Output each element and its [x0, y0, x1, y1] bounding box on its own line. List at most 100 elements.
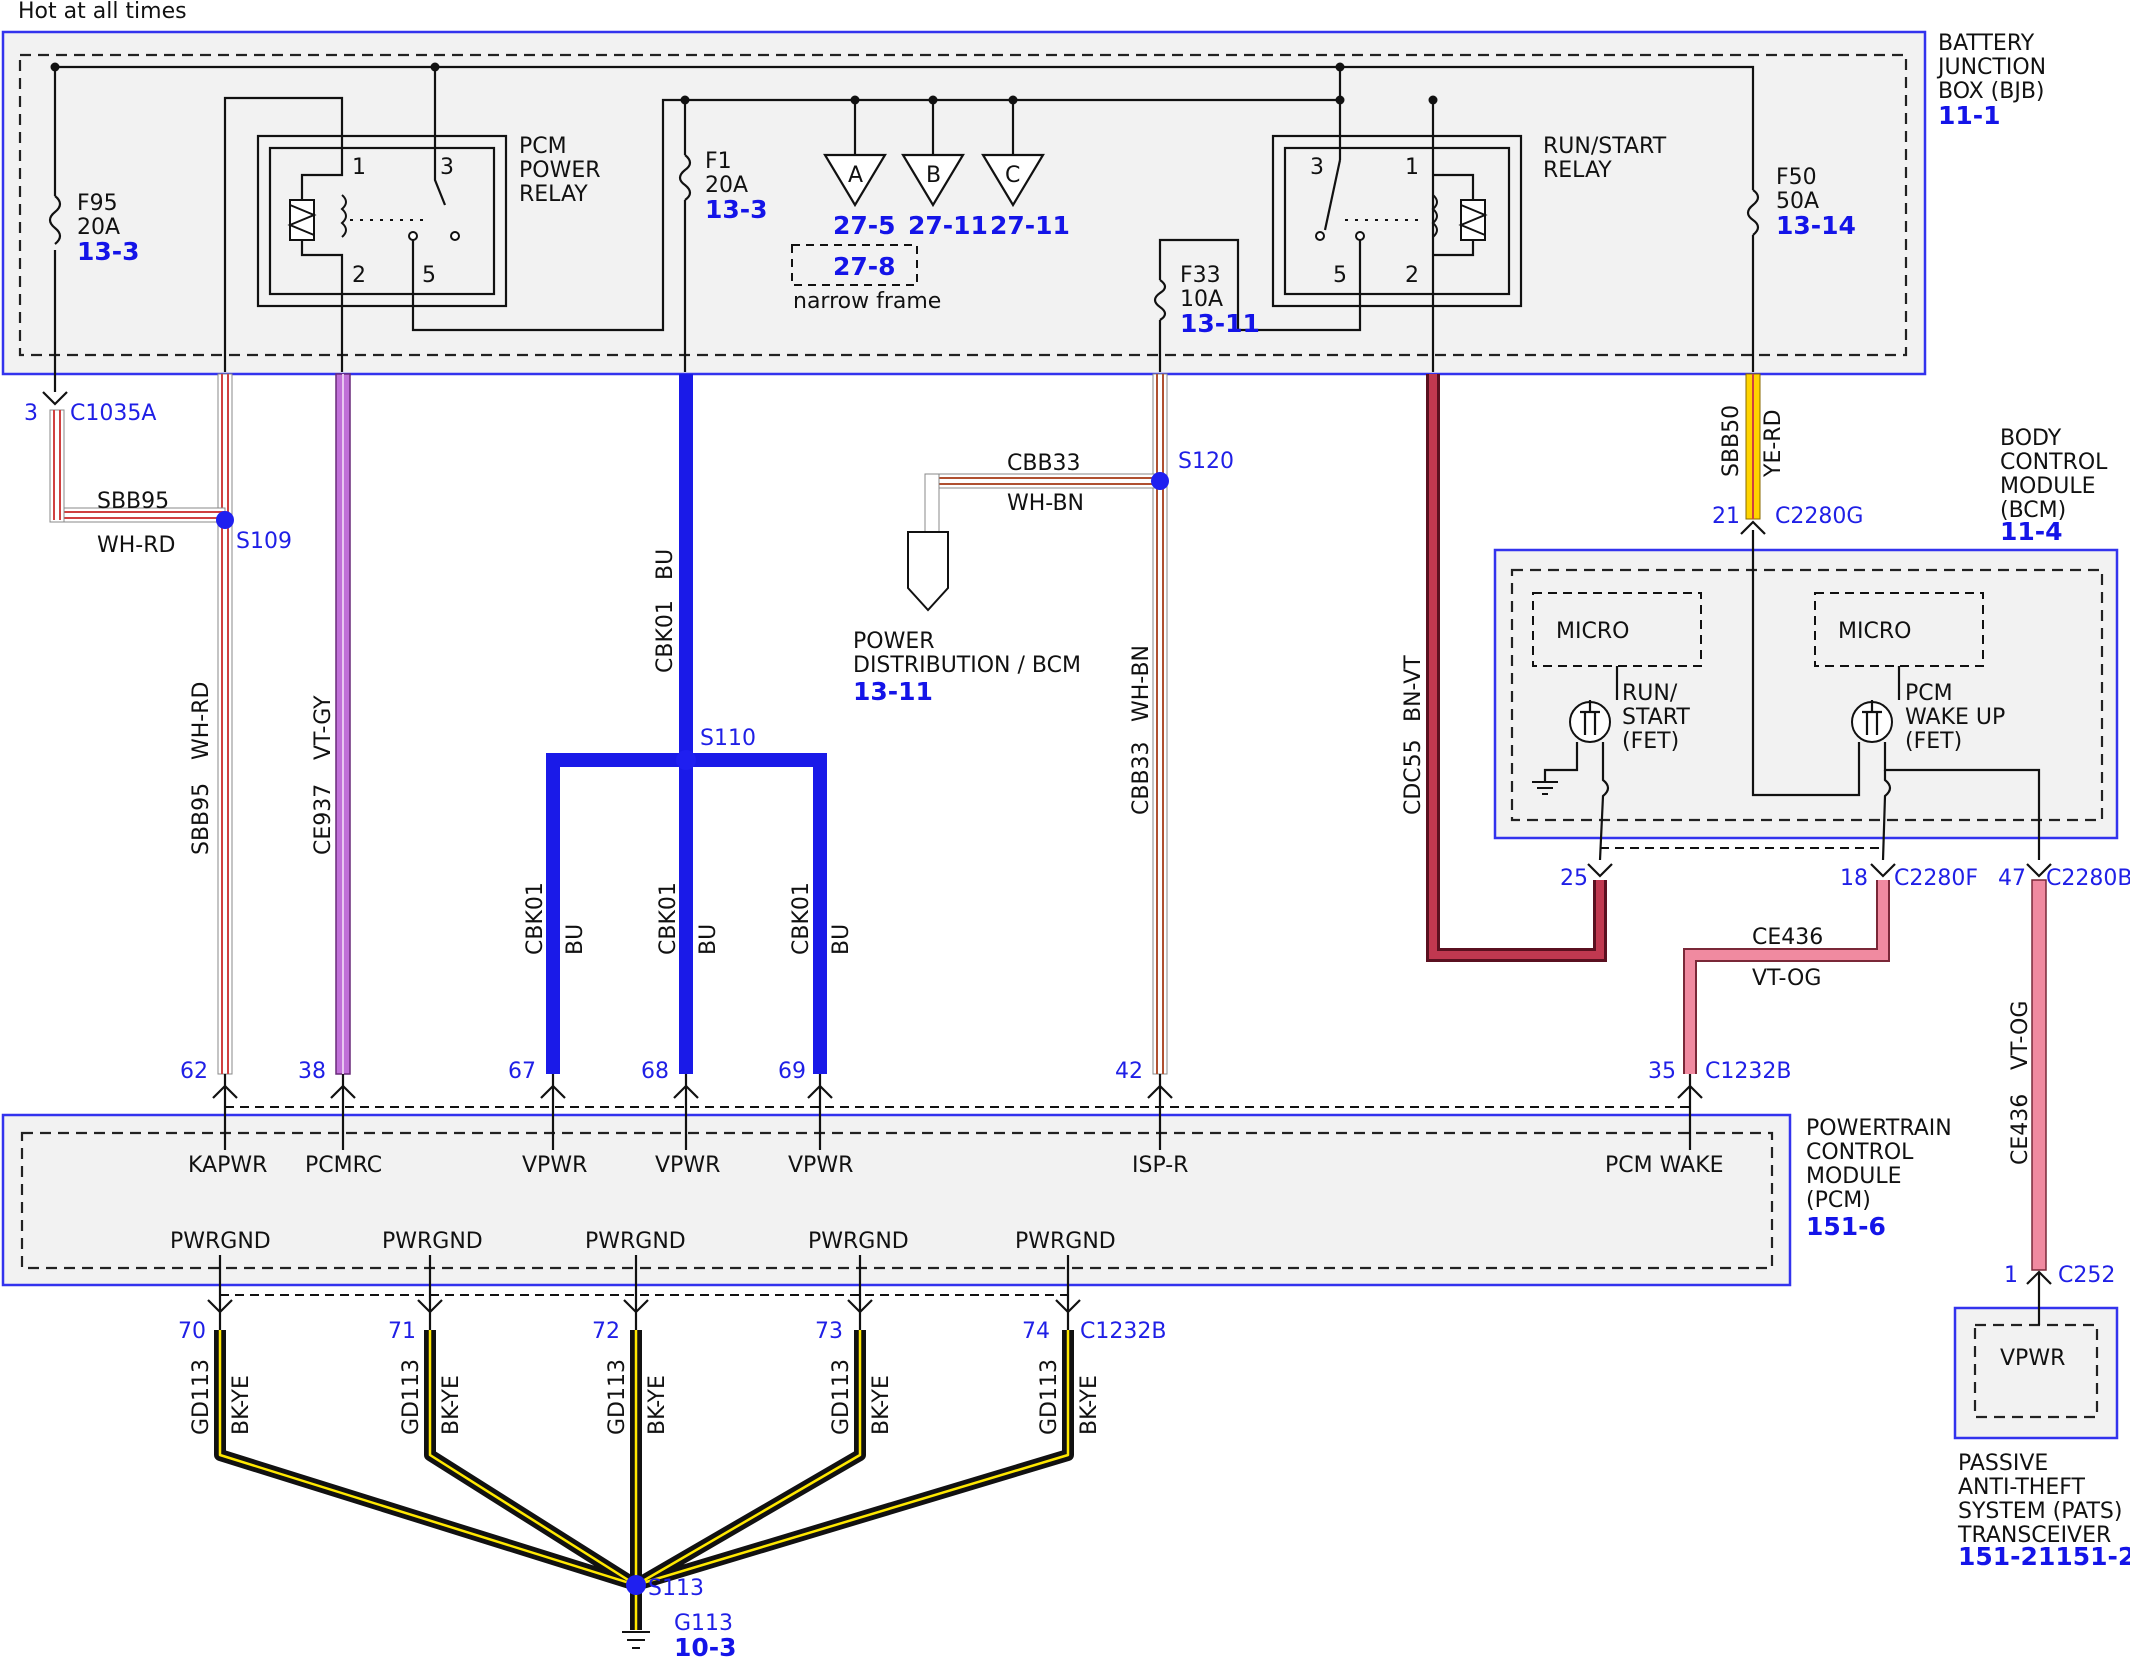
bjb-ref: 11-1: [1938, 101, 2001, 130]
power-distribution-ref: 13-11: [853, 677, 933, 706]
wire-ce436-h-circuit: CE436: [1752, 925, 1823, 950]
wire-cdc55: [1426, 374, 1607, 962]
splice-s110: [676, 750, 696, 770]
c252-pin: 1: [2004, 1263, 2018, 1288]
fuse-f50-icon: [1746, 189, 1760, 236]
wire-gd113-72-circuit: GD113: [605, 1359, 630, 1435]
wire-gd113-71-circuit: GD113: [399, 1359, 424, 1435]
pcm-signal-pwrgnd-73: PWRGND: [808, 1229, 909, 1254]
bcm-name: BODY CONTROL MODULE (BCM): [2000, 426, 2114, 523]
wire-sbb95-v-color: WH-RD: [189, 682, 214, 760]
bjb-internal-wiring: [50, 62, 1755, 392]
pcm-signal-pwrgnd-70: PWRGND: [170, 1229, 271, 1254]
pcm-connector-top: [212, 1074, 1703, 1150]
wire-cbk01-68-circuit: CBK01: [656, 882, 681, 955]
page-ref-c-ref: 27-11: [990, 211, 1070, 240]
pcm-signal-pwrgnd-74: PWRGND: [1015, 1229, 1116, 1254]
wire-gd113-71-color: BK-YE: [439, 1375, 464, 1435]
wire-ce436-v-color: VT-OG: [2008, 1001, 2033, 1070]
c2280g-name: C2280G: [1775, 504, 1863, 529]
pats-pin-label: VPWR: [2000, 1346, 2065, 1371]
ground-g113-label: G113: [674, 1611, 733, 1636]
power-distribution-name: POWER DISTRIBUTION / BCM: [853, 629, 1081, 678]
run-relay-pin-1: 1: [1405, 155, 1419, 180]
c2280g-pin: 21: [1712, 504, 1740, 529]
wire-cdc55-color: BN-VT: [1401, 655, 1426, 722]
c1035a-pin: 3: [24, 401, 38, 426]
c2280b-name: C2280B: [2046, 866, 2130, 891]
power-distribution-connector-icon: [907, 531, 949, 612]
ground-g113-ref: 10-3: [674, 1633, 737, 1660]
bcm-pcm-wakeup-fet: PCM WAKE UP (FET): [1905, 681, 2012, 754]
fuse-f1-icon: [678, 154, 692, 201]
pcm-relay-pin-5: 5: [422, 263, 436, 288]
pcm-signal-pcmrc: PCMRC: [305, 1153, 382, 1178]
page-ref-c-icon: [981, 153, 1045, 208]
wire-gd113: [214, 1330, 1074, 1630]
c1035a-name: C1035A: [70, 401, 156, 426]
page-ref-b-ref: 27-11: [908, 211, 988, 240]
wire-gd113-73-color: BK-YE: [869, 1375, 894, 1435]
fuse-f95-ref: 13-3: [77, 237, 140, 266]
fuse-f95-rating: 20A: [77, 215, 120, 240]
fuse-f95-name: F95: [77, 191, 118, 216]
splice-s113-label: S113: [648, 1576, 704, 1601]
wire-sbb50-color: YE-RD: [1761, 409, 1786, 478]
powertrain-control-module: [1, 1113, 1792, 1287]
wire-sbb95-h-circuit: SBB95: [97, 489, 169, 514]
wire-gd113-72-color: BK-YE: [645, 1375, 670, 1435]
narrow-frame-box: [791, 244, 918, 286]
pcm-signal-pwrgnd-71: PWRGND: [382, 1229, 483, 1254]
pcm-signal-vpwr-67: VPWR: [522, 1153, 587, 1178]
c252-name: C252: [2058, 1263, 2115, 1288]
pcm-relay-pin-1: 1: [352, 155, 366, 180]
pcm-pin-62: 62: [180, 1059, 208, 1084]
run-start-relay-name: RUN/START RELAY: [1543, 134, 1673, 183]
pcm-pin-69: 69: [778, 1059, 806, 1084]
narrow-frame-ref: 27-8: [833, 252, 896, 281]
pcm-power-relay-name: PCM POWER RELAY: [519, 134, 608, 207]
bcm-run-start-fet: RUN/ START (FET): [1622, 681, 1697, 754]
pats-transceiver: [1953, 1306, 2119, 1440]
bcm-ref: 11-4: [2000, 517, 2063, 546]
pcm-pin-70: 70: [178, 1319, 206, 1344]
wire-ce436-v-circuit: CE436: [2008, 1094, 2033, 1165]
wire-cbk01-67-color: BU: [563, 924, 588, 955]
pcm-relay-pin-2: 2: [352, 263, 366, 288]
c1232b-bottom-name: C1232B: [1080, 1319, 1166, 1344]
wire-sbb95-v-circuit: SBB95: [189, 783, 214, 855]
run-relay-pin-5: 5: [1333, 263, 1347, 288]
page-ref-a-ref: 27-5: [833, 211, 896, 240]
wire-cbk01-main-color: BU: [653, 549, 678, 580]
pcm-pin-68: 68: [641, 1059, 669, 1084]
pcm-name: POWERTRAIN CONTROL MODULE (PCM): [1806, 1116, 1959, 1213]
pcm-relay-pin-3: 3: [440, 155, 454, 180]
wire-ce937-circuit: CE937: [311, 784, 336, 855]
wire-gd113-74-color: BK-YE: [1077, 1375, 1102, 1435]
pcm-connector-bottom: [207, 1255, 1081, 1330]
fuse-f33-name: F33: [1180, 263, 1221, 288]
bcm-internal-wiring: [1532, 530, 2041, 861]
page-ref-b-letter: B: [926, 163, 941, 188]
wire-cbk01-69-color: BU: [829, 924, 854, 955]
run-relay-pin-2: 2: [1405, 263, 1419, 288]
battery-junction-box: [1, 30, 1927, 376]
splice-s109: [216, 511, 234, 529]
wire-sbb95: [49, 373, 233, 1075]
pcm-pin-35: 35: [1648, 1059, 1676, 1084]
fuse-f50-rating: 50A: [1776, 189, 1819, 214]
wire-cdc55-circuit: CDC55: [1401, 739, 1426, 815]
wire-ce436: [1683, 879, 2047, 1271]
pats-ref: 151-21151-24: [1958, 1542, 2130, 1571]
fuse-f50-ref: 13-14: [1776, 211, 1856, 240]
fuse-f1-rating: 20A: [705, 173, 748, 198]
pcm-pin-71: 71: [388, 1319, 416, 1344]
wire-cbk01-main-circuit: CBK01: [653, 600, 678, 673]
ground-icon: [622, 1631, 650, 1649]
fuse-f95-icon: [48, 195, 62, 245]
pcm-signal-pwrgnd-72: PWRGND: [585, 1229, 686, 1254]
page-ref-a-icon: [823, 153, 887, 208]
pcm-signal-kapwr: KAPWR: [188, 1153, 267, 1178]
pcm-ref: 151-6: [1806, 1212, 1886, 1241]
wire-ce937-color: VT-GY: [311, 695, 336, 760]
